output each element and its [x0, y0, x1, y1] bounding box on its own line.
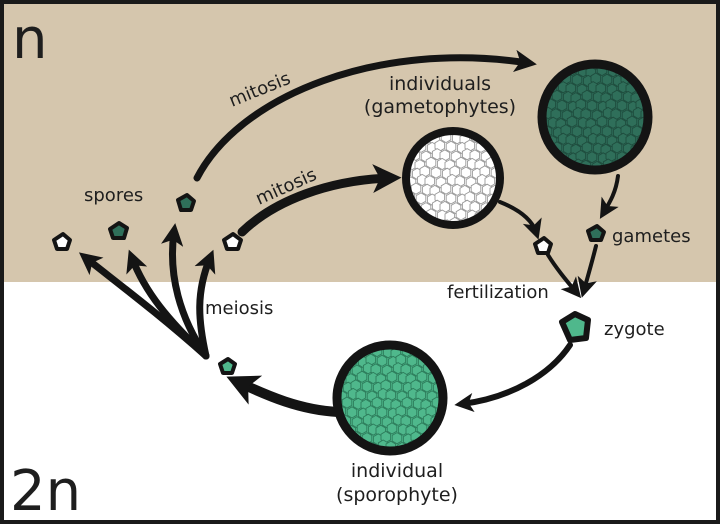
cell-texture: [551, 89, 563, 102]
cell-texture: [586, 151, 598, 164]
zygote-arrow: [454, 342, 573, 413]
cell-texture: [391, 432, 403, 445]
fertilization-arrow-dark: [577, 244, 598, 298]
spore-white-far-left: [52, 232, 72, 251]
sporophyte-arrow: [226, 375, 343, 417]
cell-texture: [376, 406, 388, 419]
meiosis-arrow-3: [161, 223, 210, 360]
cell-texture: [356, 422, 368, 435]
green-sporophyte-circle-icon: [332, 340, 448, 456]
haploid-label: n: [12, 7, 48, 72]
fertilization-arrow-light: [546, 253, 582, 299]
cell-texture: [361, 380, 373, 393]
fertilization-label: fertilization: [447, 282, 549, 303]
white-gametophyte-circle-icon: [402, 127, 504, 229]
spore-green-meiosis: [218, 357, 237, 375]
cell-texture: [391, 380, 403, 393]
meiosis-label: meiosis: [205, 298, 273, 319]
cell-texture: [566, 115, 578, 128]
cell-texture: [445, 192, 457, 205]
cell-texture: [571, 125, 583, 138]
gamete-arrow-dark: [599, 174, 620, 219]
gametophytes-label-line2: (gametophytes): [364, 96, 516, 118]
cell-texture: [371, 396, 383, 409]
meiosis-arrow-2: [126, 249, 210, 360]
zygote-label: zygote: [604, 319, 665, 340]
cell-texture: [356, 370, 368, 383]
spores-label: spores: [84, 185, 143, 206]
gamete-green: [586, 224, 606, 242]
cell-texture: [626, 115, 638, 128]
small-cells: [52, 193, 606, 375]
cell-texture: [455, 208, 467, 221]
cell-texture: [571, 73, 583, 86]
cell-texture: [611, 141, 623, 154]
cell-texture: [410, 182, 422, 195]
cell-texture: [445, 140, 457, 153]
spore-white-right: [222, 232, 243, 251]
cell-texture: [401, 396, 413, 409]
cell-texture: [581, 89, 593, 102]
cell-texture: [376, 354, 388, 367]
cell-texture: [601, 73, 613, 86]
cell-texture: [415, 192, 427, 205]
gamete-white: [533, 236, 553, 255]
mitosis-arrow-top: [193, 49, 537, 182]
gametophytes-label-line1: individuals: [389, 73, 491, 95]
cell-texture: [346, 406, 358, 419]
cell-texture: [430, 166, 442, 179]
arrows: [78, 49, 620, 417]
cell-texture: [616, 99, 628, 112]
spore-green-top: [176, 193, 196, 212]
spore-green-left: [108, 221, 129, 240]
cell-texture: [386, 370, 398, 383]
cell-texture: [455, 156, 467, 169]
cell-texture: [611, 89, 623, 102]
cell-texture: [416, 422, 428, 435]
cell-texture: [556, 99, 568, 112]
cell-texture: [341, 396, 353, 409]
meiosis-arrow-4: [194, 249, 216, 360]
cell-texture: [386, 422, 398, 435]
cell-texture: [601, 125, 613, 138]
cell-texture: [475, 192, 487, 205]
cell-texture: [470, 182, 482, 195]
cell-texture: [581, 141, 593, 154]
sporophyte-label-line1: individual: [351, 460, 443, 482]
cell-texture: [440, 182, 452, 195]
gametes-label: gametes: [612, 226, 691, 247]
cell-texture: [586, 99, 598, 112]
cell-texture: [406, 406, 418, 419]
zygote-cell: [559, 311, 591, 343]
diploid-label: 2n: [10, 459, 81, 524]
cell-texture: [631, 125, 643, 138]
cell-texture: [416, 370, 428, 383]
sporophyte-label-line2: (sporophyte): [336, 484, 458, 506]
mitosis-arrow-middle: [237, 164, 402, 237]
cell-texture: [596, 115, 608, 128]
cell-texture: [421, 380, 433, 393]
cell-texture: [460, 166, 472, 179]
gamete-arrow-light: [498, 200, 542, 240]
cell-texture: [425, 156, 437, 169]
cell-texture: [406, 354, 418, 367]
